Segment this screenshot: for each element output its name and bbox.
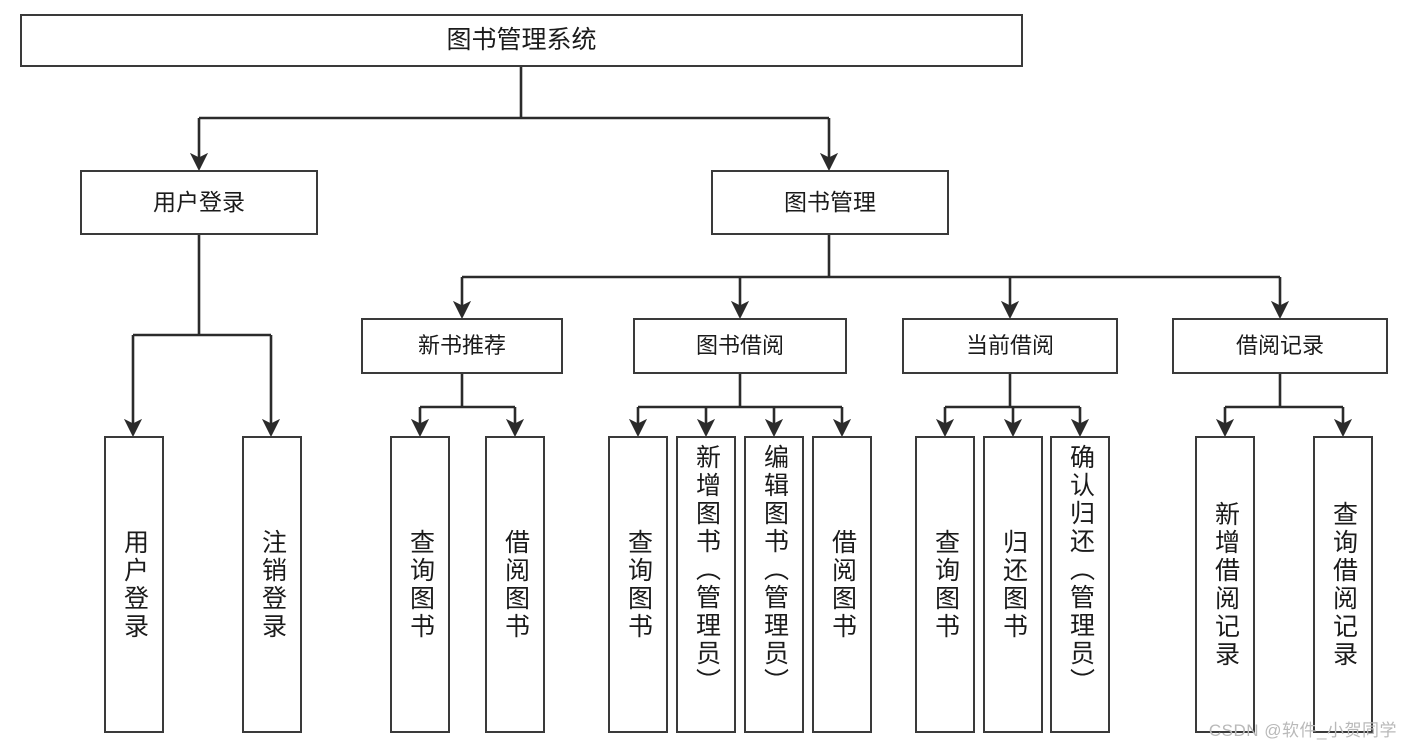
- node-label: 查询图书: [931, 528, 960, 641]
- node-label: 当前借阅: [965, 333, 1054, 359]
- node-label: 用户登录: [120, 528, 149, 641]
- leaf-book-borrow-edit-book-admin[interactable]: 编辑图书（管理员）: [744, 436, 804, 733]
- leaf-new-book-query-book[interactable]: 查询图书: [390, 436, 450, 733]
- node-user-login[interactable]: 用户登录: [80, 170, 318, 235]
- leaf-user-login-logout[interactable]: 注销登录: [242, 436, 302, 733]
- node-label: 归还图书: [999, 528, 1028, 641]
- node-book-borrow[interactable]: 图书借阅: [633, 318, 847, 374]
- leaf-book-borrow-add-book-admin[interactable]: 新增图书（管理员）: [676, 436, 736, 733]
- node-label: 图书管理系统: [446, 26, 597, 54]
- node-borrow-record[interactable]: 借阅记录: [1172, 318, 1388, 374]
- node-label: 用户登录: [153, 189, 245, 216]
- node-book-management[interactable]: 图书管理: [711, 170, 949, 235]
- node-label: 注销登录: [258, 528, 287, 641]
- node-root-book-management-system[interactable]: 图书管理系统: [20, 14, 1023, 67]
- leaf-book-borrow-query-book[interactable]: 查询图书: [608, 436, 668, 733]
- node-current-borrow[interactable]: 当前借阅: [902, 318, 1118, 374]
- node-label: 图书借阅: [695, 333, 784, 359]
- node-label: 编辑图书（管理员）: [760, 444, 789, 696]
- node-label: 新增图书（管理员）: [692, 444, 721, 696]
- node-label: 借阅图书: [828, 528, 857, 641]
- node-label: 图书管理: [784, 189, 876, 216]
- node-label: 查询图书: [406, 528, 435, 641]
- leaf-book-borrow-borrow-book[interactable]: 借阅图书: [812, 436, 872, 733]
- csdn-watermark: CSDN @软件_小贺同学: [1208, 721, 1397, 740]
- leaf-new-book-borrow-book[interactable]: 借阅图书: [485, 436, 545, 733]
- leaf-current-borrow-return-book[interactable]: 归还图书: [983, 436, 1043, 733]
- node-label: 查询图书: [624, 528, 653, 641]
- leaf-current-borrow-query-book[interactable]: 查询图书: [915, 436, 975, 733]
- leaf-borrow-record-query-record[interactable]: 查询借阅记录: [1313, 436, 1373, 733]
- node-label: 借阅记录: [1235, 333, 1324, 359]
- leaf-user-login-login[interactable]: 用户登录: [104, 436, 164, 733]
- node-label: 新书推荐: [417, 333, 506, 359]
- node-new-book-recommend[interactable]: 新书推荐: [361, 318, 563, 374]
- leaf-borrow-record-add-record[interactable]: 新增借阅记录: [1195, 436, 1255, 733]
- node-label: 确认归还（管理员）: [1066, 444, 1095, 696]
- node-label: 借阅图书: [501, 528, 530, 641]
- node-label: 查询借阅记录: [1329, 500, 1358, 669]
- node-label: 新增借阅记录: [1211, 500, 1240, 669]
- leaf-current-borrow-confirm-return-admin[interactable]: 确认归还（管理员）: [1050, 436, 1110, 733]
